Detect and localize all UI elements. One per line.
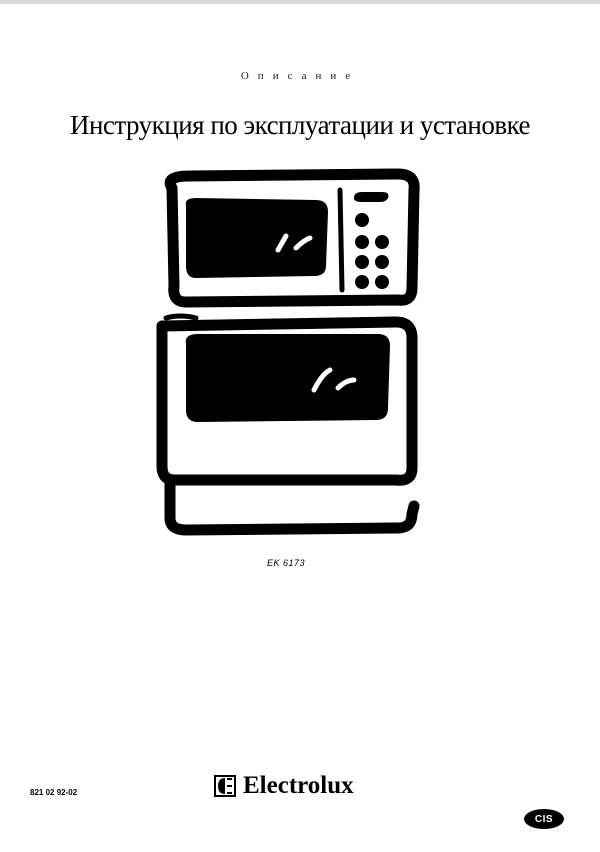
document-type-label: Описание bbox=[240, 70, 360, 82]
document-code: 821 02 92-02 bbox=[30, 788, 78, 797]
model-number: EK 6173 bbox=[267, 558, 306, 568]
brand-name: Electrolux bbox=[243, 772, 354, 799]
region-badge: CIS bbox=[524, 809, 564, 829]
oven-cooker-icon bbox=[156, 168, 420, 536]
electrolux-logo-icon bbox=[214, 775, 236, 797]
brand-logo-block: Electrolux bbox=[214, 770, 354, 802]
page-title: Инструкция по эксплуатации и установке bbox=[69, 110, 531, 140]
top-scan-edge bbox=[0, 0, 600, 4]
region-badge-label: CIS bbox=[534, 813, 554, 825]
